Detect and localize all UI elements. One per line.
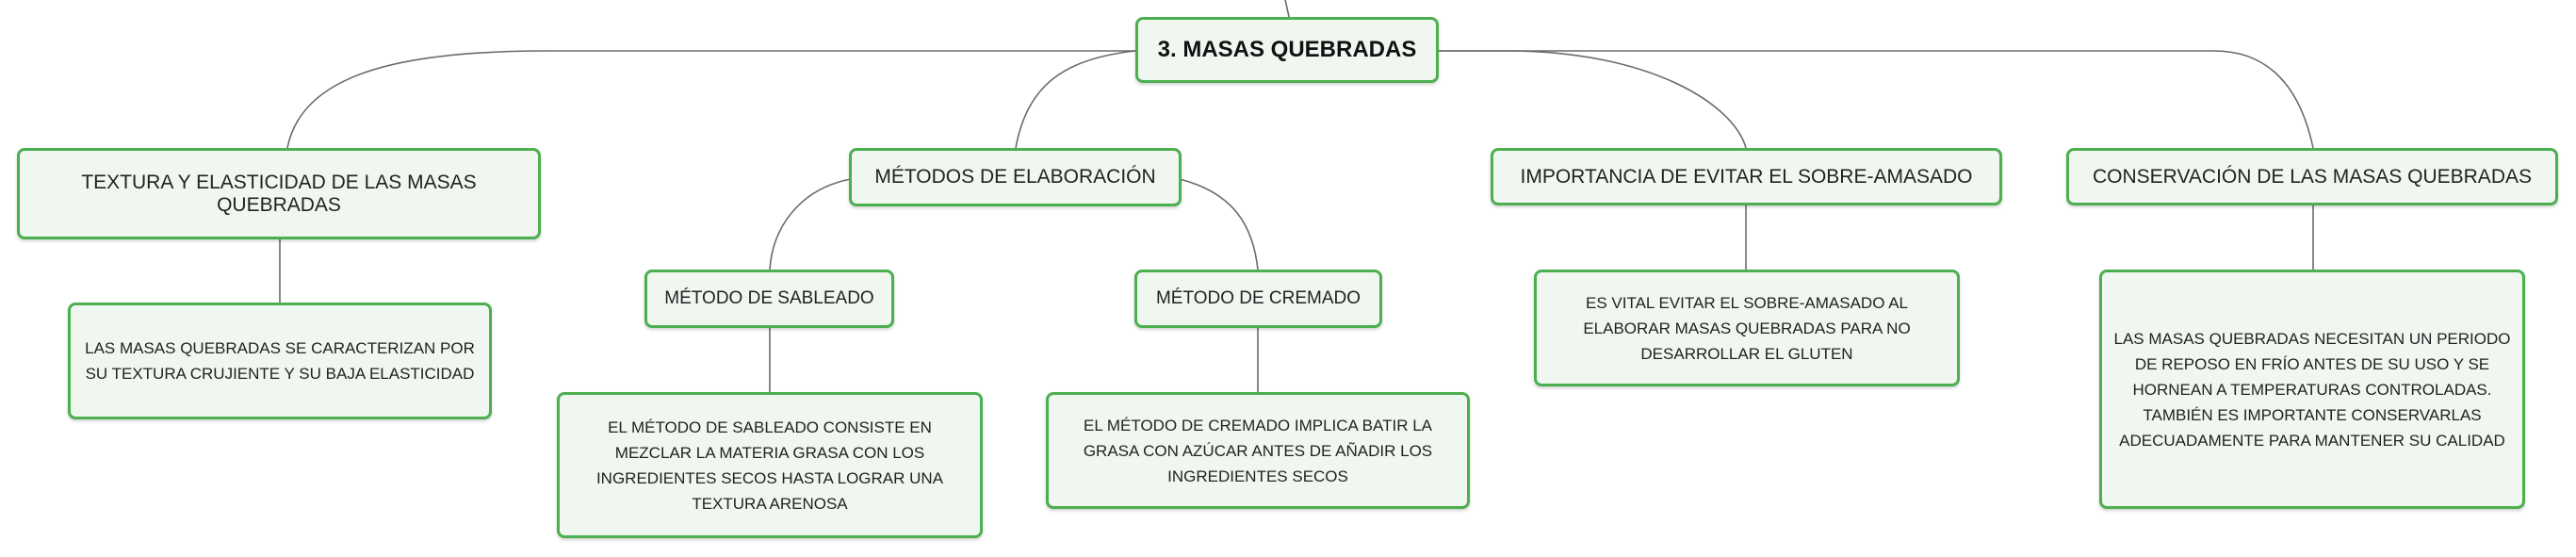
connector-metodos-to-cremado (1179, 178, 1259, 270)
cremado-label: MÉTODO DE CREMADO (1155, 288, 1361, 308)
sableado-detail-node[interactable]: EL MÉTODO DE SABLEADO CONSISTE EN MEZCLA… (557, 392, 983, 538)
connector-root-to-metodos (1015, 50, 1136, 149)
sableado-node[interactable]: MÉTODO DE SABLEADO (644, 270, 894, 328)
branch-importancia-label: IMPORTANCIA DE EVITAR EL SOBRE-AMASADO (1520, 165, 1973, 188)
branch-metodos-label: MÉTODOS DE ELABORACIÓN (874, 166, 1156, 188)
textura-detail-text: LAS MASAS QUEBRADAS SE CARACTERIZAN POR … (85, 339, 475, 383)
cremado-detail-text: EL MÉTODO DE CREMADO IMPLICA BATIR LA GR… (1083, 416, 1433, 485)
sableado-label: MÉTODO DE SABLEADO (664, 288, 874, 308)
importancia-detail-text: ES VITAL EVITAR EL SOBRE-AMASADO AL ELAB… (1583, 293, 1911, 363)
branch-importancia-node[interactable]: IMPORTANCIA DE EVITAR EL SOBRE-AMASADO (1491, 148, 2002, 205)
importancia-detail-node[interactable]: ES VITAL EVITAR EL SOBRE-AMASADO AL ELAB… (1534, 270, 1960, 386)
cremado-detail-node[interactable]: EL MÉTODO DE CREMADO IMPLICA BATIR LA GR… (1046, 392, 1470, 509)
root-node[interactable]: 3. MASAS QUEBRADAS (1135, 17, 1439, 83)
branch-conservacion-node[interactable]: CONSERVACIÓN DE LAS MASAS QUEBRADAS (2066, 148, 2558, 205)
root-label: 3. MASAS QUEBRADAS (1157, 37, 1417, 62)
connector-root-parent (1284, 0, 1290, 18)
branch-textura-label: TEXTURA Y ELASTICIDAD DE LAS MASAS QUEBR… (81, 171, 477, 216)
sableado-detail-text: EL MÉTODO DE SABLEADO CONSISTE EN MEZCLA… (595, 418, 944, 513)
branch-conservacion-label: CONSERVACIÓN DE LAS MASAS QUEBRADAS (2092, 165, 2532, 188)
textura-detail-node[interactable]: LAS MASAS QUEBRADAS SE CARACTERIZAN POR … (68, 303, 492, 419)
connector-root-to-textura (286, 50, 1135, 149)
branch-metodos-node[interactable]: MÉTODOS DE ELABORACIÓN (849, 148, 1182, 206)
conservacion-detail-text: LAS MASAS QUEBRADAS NECESITAN UN PERIODO… (2113, 329, 2511, 450)
cremado-node[interactable]: MÉTODO DE CREMADO (1134, 270, 1382, 328)
branch-textura-node[interactable]: TEXTURA Y ELASTICIDAD DE LAS MASAS QUEBR… (17, 148, 541, 239)
connector-root-to-importancia (1437, 50, 1747, 149)
connector-root-to-conservacion (1437, 50, 2314, 149)
conservacion-detail-node[interactable]: LAS MASAS QUEBRADAS NECESITAN UN PERIODO… (2099, 270, 2525, 509)
connector-metodos-to-sableado (769, 178, 852, 270)
